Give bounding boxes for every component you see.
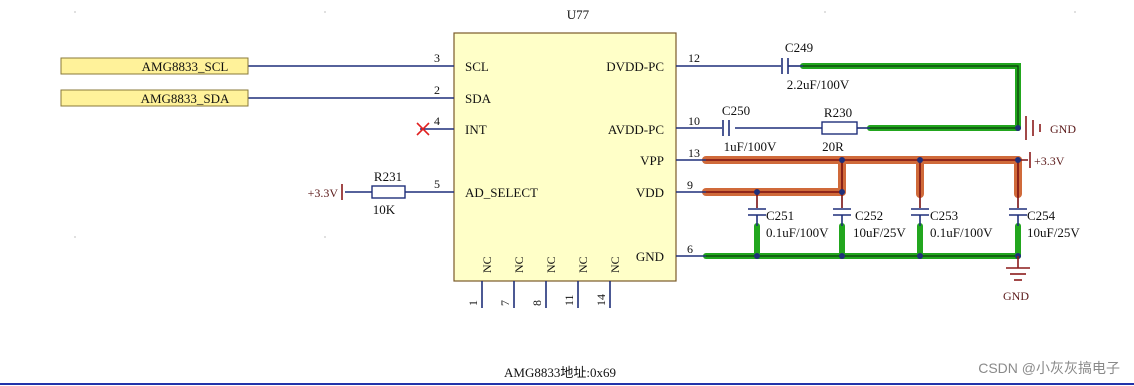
r230-value: 20R [822, 139, 844, 154]
no-connect-icon [416, 122, 430, 136]
gnd-bottom-label: GND [1003, 289, 1029, 303]
pin-num-scl: 3 [434, 51, 440, 65]
pin-num-sda: 2 [434, 83, 440, 97]
resistor-r231[interactable]: R231 10K [345, 169, 406, 217]
c251-value: 0.1uF/100V [766, 225, 829, 240]
net-label-scl[interactable]: AMG8833_SCL [60, 57, 249, 75]
capacitor-c251[interactable]: C251 0.1uF/100V [748, 208, 829, 240]
capacitor-c253[interactable]: C253 0.1uF/100V [911, 208, 993, 240]
c252-ref: C252 [855, 208, 883, 223]
power-3v3-right: +3.3V [1029, 152, 1065, 168]
watermark: CSDN @小灰灰搞电子 [978, 360, 1120, 376]
c253-ref: C253 [930, 208, 958, 223]
c249-ref: C249 [785, 40, 813, 55]
nc-num-7: 7 [498, 300, 512, 306]
ic-ref: U77 [567, 7, 590, 22]
capacitor-c252[interactable]: C252 10uF/25V [833, 208, 906, 240]
junction-dots [754, 125, 1021, 259]
c254-value: 10uF/25V [1027, 225, 1080, 240]
nc-num-1: 1 [466, 300, 480, 306]
pin-name-adsel: AD_SELECT [465, 185, 538, 200]
c249-value: 2.2uF/100V [787, 77, 850, 92]
pin-name-vpp: VPP [640, 153, 664, 168]
power-3v3-right-label: +3.3V [1034, 154, 1065, 168]
r231-value: 10K [373, 202, 396, 217]
pin-name-sda: SDA [465, 91, 492, 106]
pin-num-dvdd: 12 [688, 51, 700, 65]
nc-num-8: 8 [530, 300, 544, 306]
nc-label-14: NC [608, 256, 622, 273]
c253-value: 0.1uF/100V [930, 225, 993, 240]
capacitor-c249[interactable]: C249 2.2uF/100V [781, 40, 850, 92]
bottom-pins: NC NC NC NC NC 1 7 8 11 14 [466, 256, 622, 308]
pin-num-vpp: 13 [688, 146, 700, 160]
address-note: AMG8833地址:0x69 [504, 365, 616, 380]
resistor-r230[interactable]: R230 20R [821, 105, 870, 154]
r231-ref: R231 [374, 169, 402, 184]
pin-num-int: 4 [434, 114, 440, 128]
pin-name-dvdd: DVDD-PC [606, 59, 664, 74]
c252-value: 10uF/25V [853, 225, 906, 240]
nc-num-14: 14 [594, 294, 608, 306]
right-pin-names: DVDD-PC AVDD-PC VPP VDD GND [606, 59, 664, 264]
pin-num-adsel: 5 [434, 177, 440, 191]
nc-label-8: NC [544, 256, 558, 273]
pin-name-gnd: GND [636, 249, 664, 264]
power-3v3-left-label: +3.3V [308, 186, 339, 200]
net-label-sda-text: AMG8833_SDA [141, 91, 230, 106]
nc-num-11: 11 [562, 294, 576, 306]
nc-label-11: NC [576, 256, 590, 273]
pin-num-avdd: 10 [688, 114, 700, 128]
c251-ref: C251 [766, 208, 794, 223]
pin-name-scl: SCL [465, 59, 489, 74]
gnd-symbol-right [1025, 116, 1041, 140]
gnd-right-label: GND [1050, 122, 1076, 136]
gnd-symbol-bottom [1006, 256, 1030, 281]
pin-num-gnd: 6 [687, 242, 693, 256]
vdd-net-highlight [702, 156, 1028, 208]
c250-ref: C250 [722, 103, 750, 118]
r230-ref: R230 [824, 105, 852, 120]
right-pins: 12 10 13 9 6 [676, 51, 822, 257]
pin-num-vdd: 9 [687, 178, 693, 192]
capacitor-c250[interactable]: C250 1uF/100V [722, 103, 777, 154]
ic-body[interactable] [453, 32, 677, 282]
c254-ref: C254 [1027, 208, 1056, 223]
capacitor-c254[interactable]: C254 10uF/25V [1009, 208, 1080, 240]
pin-name-avdd: AVDD-PC [608, 122, 664, 137]
nc-label-1: NC [480, 256, 494, 273]
pin-name-int: INT [465, 122, 487, 137]
net-label-sda[interactable]: AMG8833_SDA [60, 89, 249, 107]
c250-value: 1uF/100V [724, 139, 777, 154]
pin-name-vdd: VDD [636, 185, 664, 200]
net-label-scl-text: AMG8833_SCL [142, 59, 229, 74]
power-3v3-left: +3.3V [308, 184, 343, 200]
nc-label-7: NC [512, 256, 526, 273]
left-pins: 3 2 4 5 SCL SDA INT AD_SELECT [248, 51, 538, 200]
